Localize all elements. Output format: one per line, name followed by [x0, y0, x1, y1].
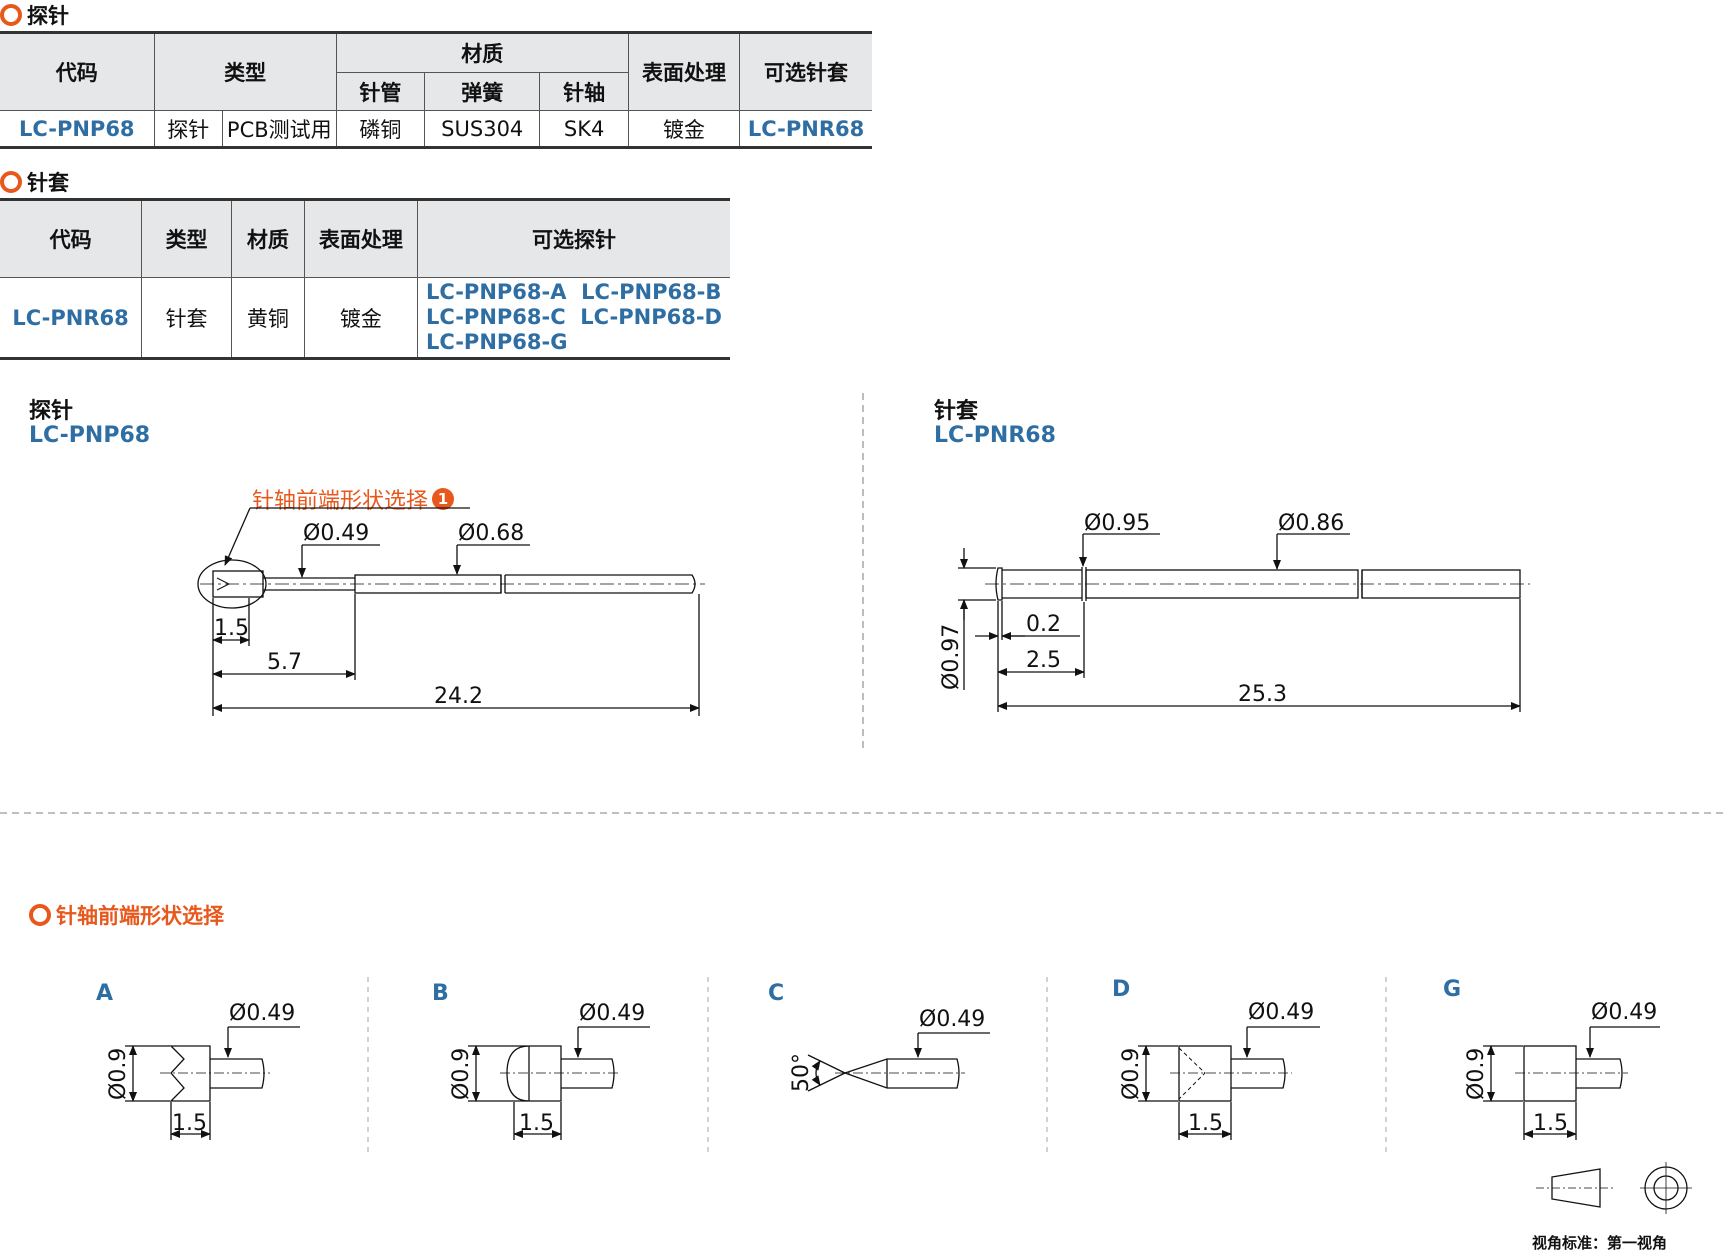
- sleeve-drawing-code: LC-PNR68: [934, 423, 1056, 448]
- dim-text: Ø0.9: [1119, 1048, 1144, 1100]
- optional-probe-d: LC-PNP68-D: [580, 305, 722, 329]
- header-spring: 弹簧: [424, 72, 541, 111]
- dim-text: Ø0.68: [458, 521, 524, 546]
- optional-probe-a: LC-PNP68-A: [425, 280, 567, 304]
- sleeve-outline: [985, 567, 1530, 601]
- header-code: 代码: [0, 31, 155, 111]
- optional-probe-c: LC-PNP68-C: [425, 305, 566, 329]
- tip-a-drawing: [125, 1026, 300, 1140]
- dim-text: 0.2: [1026, 612, 1061, 637]
- optional-probe-g: LC-PNP68-G: [425, 330, 568, 354]
- dim-text: Ø0.49: [1248, 1000, 1314, 1025]
- sleeve-type-cell: 针套: [141, 277, 232, 360]
- optional-probes-cell: LC-PNP68-A LC-PNP68-B LC-PNP68-C LC-PNP6…: [416, 277, 730, 360]
- dim-text: 1.5: [1188, 1111, 1223, 1136]
- probe-callout: 针轴前端形状选择 1: [252, 483, 455, 515]
- header-optional-probe: 可选探针: [416, 198, 730, 278]
- dim-text: Ø0.95: [1084, 511, 1150, 536]
- dim-text: 1.5: [1533, 1111, 1568, 1136]
- probe-spec-table: 代码 类型 材质 表面处理 可选针套 针管 弹簧 针轴 LC-PNP68 探针 …: [0, 31, 872, 149]
- probe-surface-cell: 镀金: [627, 110, 741, 149]
- dim-text: 2.5: [1026, 648, 1061, 673]
- sleeve-drawing-label: 针套: [934, 399, 979, 424]
- dim-text: 1.5: [519, 1111, 554, 1136]
- header-optional-sleeve: 可选针套: [739, 31, 872, 111]
- circle-bullet-icon: [0, 171, 22, 193]
- sleeve-material-cell: 黄铜: [230, 277, 305, 360]
- header-code: 代码: [0, 198, 143, 278]
- dim-text: Ø0.9: [1464, 1048, 1489, 1100]
- sleeve-spec-table: 代码 类型 材质 表面处理 可选探针 LC-PNR68 针套 黄铜 镀金 LC-…: [0, 198, 730, 360]
- tip-c-drawing: [807, 1032, 990, 1092]
- first-angle-projection-icon: [1536, 1162, 1692, 1214]
- dim-text: 24.2: [434, 684, 483, 709]
- header-type: 类型: [141, 198, 232, 278]
- probe-outline: [197, 559, 705, 609]
- header-tube: 针管: [335, 72, 426, 111]
- dim-text: Ø0.49: [229, 1001, 295, 1026]
- header-material: 材质: [230, 198, 305, 278]
- optional-probe-b: LC-PNP68-B: [581, 280, 722, 304]
- header-shaft: 针轴: [539, 72, 629, 111]
- dim-text: Ø0.97: [939, 624, 964, 690]
- probe-type1-cell: 探针: [153, 110, 223, 149]
- dim-text: Ø0.49: [579, 1001, 645, 1026]
- tip-section-title: 针轴前端形状选择: [29, 900, 224, 930]
- dim-text: Ø0.49: [919, 1007, 985, 1032]
- dim-text: 50°: [789, 1053, 814, 1092]
- tip-g-drawing: [1483, 1026, 1660, 1140]
- sleeve-code-cell: LC-PNR68: [0, 277, 143, 360]
- probe-optional-sleeve-cell: LC-PNR68: [739, 110, 872, 149]
- projection-label: 视角标准：第一视角: [1532, 1234, 1668, 1252]
- header-material: 材质: [335, 31, 629, 73]
- dim-text: 5.7: [267, 650, 302, 675]
- circle-bullet-icon: [29, 904, 51, 926]
- dimension-labels: Ø0.49 Ø0.68 1.5 5.7 24.2 Ø0.95 Ø0.86 0.2…: [106, 511, 1657, 1136]
- sleeve-surface-cell: 镀金: [303, 277, 418, 360]
- dim-text: Ø0.9: [106, 1048, 131, 1100]
- probe-section-title: 探针: [0, 0, 69, 30]
- option-letter-d: D: [1112, 977, 1131, 1002]
- option-letter-g: G: [1443, 977, 1462, 1002]
- probe-tube-cell: 磷铜: [335, 110, 426, 149]
- dim-text: Ø0.49: [303, 521, 369, 546]
- dim-text: 1.5: [214, 616, 249, 641]
- circle-bullet-icon: [0, 4, 22, 26]
- dim-text: 1.5: [172, 1111, 207, 1136]
- dim-text: 25.3: [1238, 682, 1287, 707]
- dim-text: Ø0.49: [1591, 1000, 1657, 1025]
- header-type: 类型: [153, 31, 337, 111]
- option-letter-b: B: [432, 981, 449, 1006]
- probe-shaft-cell: SK4: [539, 110, 629, 149]
- probe-drawing-code: LC-PNP68: [29, 423, 151, 448]
- dim-text: Ø0.9: [449, 1048, 474, 1100]
- probe-code-cell: LC-PNP68: [0, 110, 155, 149]
- option-letter-a: A: [96, 981, 114, 1006]
- option-letter-c: C: [768, 981, 785, 1006]
- sleeve-section-title: 针套: [0, 167, 69, 197]
- probe-spring-cell: SUS304: [424, 110, 541, 149]
- callout-number-badge: 1: [432, 488, 455, 510]
- tip-d-drawing: [1138, 1026, 1320, 1140]
- probe-type2-cell: PCB测试用: [221, 110, 337, 149]
- probe-drawing-label: 探针: [29, 399, 74, 424]
- header-surface: 表面处理: [303, 198, 418, 278]
- tip-b-drawing: [468, 1026, 650, 1140]
- dim-text: Ø0.86: [1278, 511, 1344, 536]
